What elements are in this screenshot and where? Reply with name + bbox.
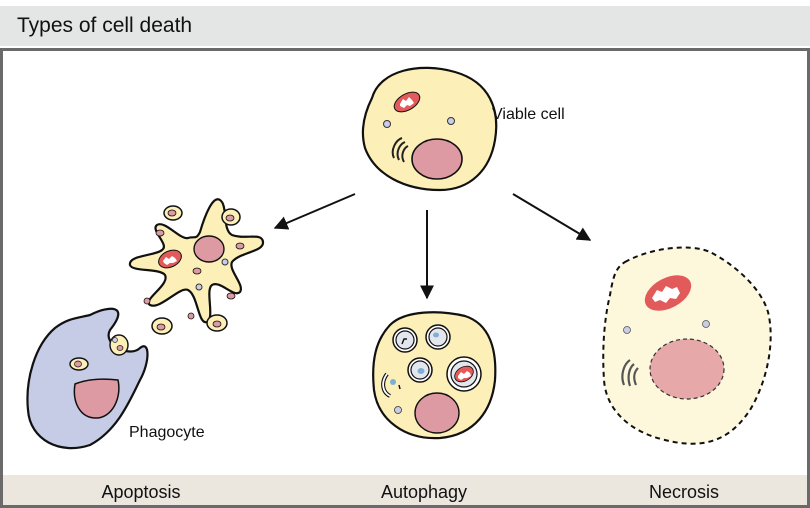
page-title: Types of cell death: [17, 14, 193, 37]
necrotic-cell: [602, 246, 772, 445]
autophagic-cell: [372, 311, 497, 440]
golgi-apparatus: [621, 359, 639, 387]
golgi-apparatus: [391, 137, 409, 163]
diagram-frame: [0, 48, 810, 508]
phagophore: [382, 373, 391, 397]
apoptotic-body: [206, 314, 228, 332]
category-autophagy: Autophagy: [380, 482, 468, 502]
vesicle: [195, 283, 203, 291]
vesicle: [394, 406, 402, 414]
phagocyte: [26, 307, 149, 450]
category-apoptosis: Apoptosis: [101, 482, 181, 502]
viable-cell: [361, 66, 498, 192]
mitochondrion: [644, 275, 692, 311]
engulfed-body: [69, 357, 89, 371]
viable-cell-label: Viable cell: [492, 106, 565, 123]
vesicle: [623, 326, 631, 334]
engulfed-body: [109, 334, 129, 356]
arrow-to-apoptosis: [273, 193, 356, 230]
nucleus: [411, 138, 463, 180]
vesicle: [702, 320, 710, 328]
vesicle: [390, 379, 396, 385]
mitochondrion: [393, 91, 421, 113]
apoptotic-cell: [128, 198, 265, 335]
autophagosome: [425, 324, 451, 350]
apoptotic-body: [151, 317, 173, 335]
vesicle: [221, 258, 229, 266]
apoptotic-body: [163, 205, 183, 221]
mitochondrion: [158, 249, 182, 269]
autophagosome-mitochondrion: [446, 356, 482, 392]
autophagosome: [407, 357, 433, 383]
category-necrosis: Necrosis: [648, 482, 720, 502]
vesicle: [383, 120, 391, 128]
nucleus: [649, 338, 725, 400]
vesicle: [447, 117, 455, 125]
title-bar: Types of cell death: [0, 6, 810, 46]
autophagosome: [392, 327, 418, 353]
phagocyte-label: Phagocyte: [129, 424, 205, 441]
category-footer: Apoptosis Autophagy Necrosis: [3, 475, 807, 505]
nucleus: [414, 392, 460, 434]
apoptotic-body: [221, 208, 241, 226]
nucleus-fragment: [193, 235, 225, 263]
arrow-to-necrosis: [512, 193, 592, 241]
phagocyte-nucleus: [73, 378, 120, 419]
